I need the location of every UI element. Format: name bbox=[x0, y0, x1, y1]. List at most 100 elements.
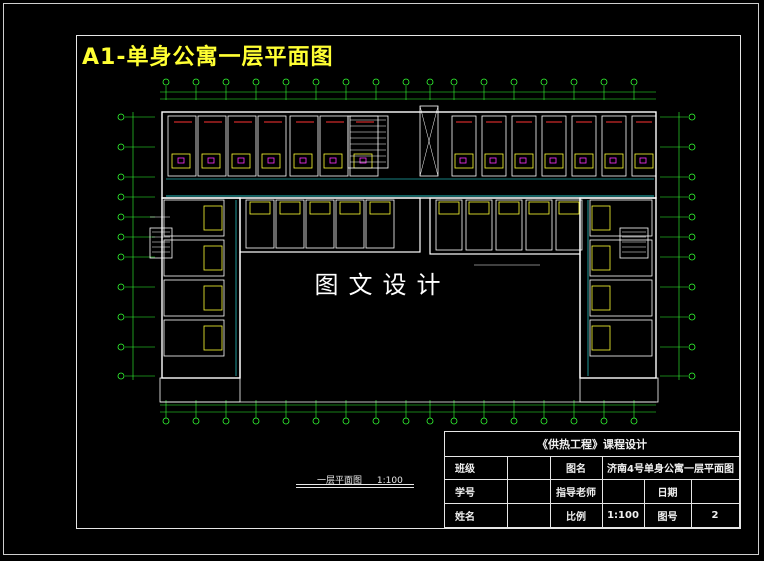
grid-axis-bubble bbox=[570, 78, 578, 86]
grid-axis-bubble bbox=[222, 417, 230, 425]
bathroom-fixture bbox=[591, 205, 611, 231]
radiator bbox=[207, 157, 215, 164]
room bbox=[163, 279, 225, 317]
bathroom-fixture bbox=[544, 153, 564, 169]
grid-axis-bubble bbox=[688, 213, 696, 221]
room bbox=[435, 199, 463, 251]
room bbox=[335, 199, 365, 249]
grid-axis-bubble bbox=[282, 417, 290, 425]
tb-label-advisor: 指导老师 bbox=[556, 488, 596, 499]
grid-axis-bubble bbox=[117, 343, 125, 351]
room bbox=[167, 115, 197, 177]
bathroom-fixture bbox=[604, 153, 624, 169]
bathroom-fixture bbox=[528, 201, 550, 215]
grid-axis-bubble bbox=[252, 78, 260, 86]
room bbox=[541, 115, 567, 177]
grid-axis-bubble bbox=[117, 173, 125, 181]
bathroom-fixture bbox=[634, 153, 654, 169]
grid-axis-bubble bbox=[688, 343, 696, 351]
bathroom-fixture bbox=[201, 153, 221, 169]
title-block-heading: 《供热工程》课程设计 bbox=[445, 432, 739, 457]
bathroom-fixture bbox=[323, 153, 343, 169]
grid-axis-bubble bbox=[510, 417, 518, 425]
room bbox=[163, 199, 225, 237]
scale-label: 一层平面图 1:100 bbox=[317, 473, 415, 486]
room bbox=[589, 239, 653, 277]
room bbox=[365, 199, 395, 249]
bathroom-fixture bbox=[591, 245, 611, 271]
bathroom-fixture bbox=[438, 201, 460, 215]
room bbox=[305, 199, 335, 249]
drawing-inner-frame bbox=[76, 35, 741, 529]
title-block-rule bbox=[644, 480, 645, 527]
bathroom-fixture bbox=[468, 201, 490, 215]
grid-axis-bubble bbox=[688, 253, 696, 261]
title-block-rule bbox=[445, 479, 739, 480]
grid-axis-bubble bbox=[510, 78, 518, 86]
room bbox=[245, 199, 275, 249]
bathroom-fixture bbox=[279, 201, 301, 215]
room bbox=[289, 115, 319, 177]
building-wall bbox=[161, 197, 241, 379]
grid-axis-bubble bbox=[630, 78, 638, 86]
grid-axis-bubble bbox=[342, 78, 350, 86]
bathroom-fixture bbox=[171, 153, 191, 169]
bathroom-fixture bbox=[261, 153, 281, 169]
grid-axis-bubble bbox=[252, 417, 260, 425]
title-block-rule bbox=[445, 503, 739, 504]
building-wall bbox=[161, 111, 657, 199]
room bbox=[275, 199, 305, 249]
scale-label-name: 一层平面图 bbox=[317, 476, 363, 486]
bathroom-fixture bbox=[231, 153, 251, 169]
bathroom-fixture bbox=[293, 153, 313, 169]
radiator bbox=[329, 157, 337, 164]
grid-axis-bubble bbox=[117, 313, 125, 321]
room bbox=[451, 115, 477, 177]
bathroom-fixture bbox=[309, 201, 331, 215]
radiator bbox=[609, 157, 617, 164]
grid-axis-bubble bbox=[117, 372, 125, 380]
radiator bbox=[639, 157, 647, 164]
grid-axis-bubble bbox=[688, 313, 696, 321]
building-wall bbox=[429, 197, 581, 255]
bathroom-fixture bbox=[558, 201, 580, 215]
grid-axis-bubble bbox=[600, 78, 608, 86]
room bbox=[495, 199, 523, 251]
grid-axis-bubble bbox=[540, 417, 548, 425]
room bbox=[511, 115, 537, 177]
grid-axis-bubble bbox=[117, 213, 125, 221]
grid-axis-bubble bbox=[688, 283, 696, 291]
tb-label-drawing-name: 图名 bbox=[566, 464, 586, 475]
grid-axis-bubble bbox=[600, 417, 608, 425]
room bbox=[601, 115, 627, 177]
tb-label-scale: 比例 bbox=[566, 512, 586, 523]
radiator bbox=[549, 157, 557, 164]
tb-label-date: 日期 bbox=[657, 488, 678, 499]
grid-axis-bubble bbox=[282, 78, 290, 86]
room bbox=[525, 199, 553, 251]
grid-axis-bubble bbox=[117, 193, 125, 201]
grid-axis-bubble bbox=[342, 417, 350, 425]
tb-value-drawing-name: 济南4号单身公寓一层平面图 bbox=[607, 464, 734, 475]
grid-axis-bubble bbox=[450, 417, 458, 425]
stair-core bbox=[149, 227, 173, 259]
bathroom-fixture bbox=[514, 153, 534, 169]
grid-axis-bubble bbox=[192, 78, 200, 86]
elevator-cross bbox=[419, 105, 439, 177]
bathroom-fixture bbox=[591, 325, 611, 351]
grid-axis-bubble bbox=[117, 283, 125, 291]
grid-axis-bubble bbox=[117, 233, 125, 241]
title-block-rule bbox=[507, 456, 508, 527]
bathroom-fixture bbox=[484, 153, 504, 169]
grid-axis-bubble bbox=[688, 193, 696, 201]
title-block-rule bbox=[691, 480, 692, 527]
room bbox=[481, 115, 507, 177]
room bbox=[571, 115, 597, 177]
bathroom-fixture bbox=[203, 325, 223, 351]
scale-underline-thin bbox=[296, 484, 414, 485]
grid-axis-bubble bbox=[372, 417, 380, 425]
radiator bbox=[299, 157, 307, 164]
grid-axis-bubble bbox=[688, 372, 696, 380]
grid-axis-bubble bbox=[570, 417, 578, 425]
